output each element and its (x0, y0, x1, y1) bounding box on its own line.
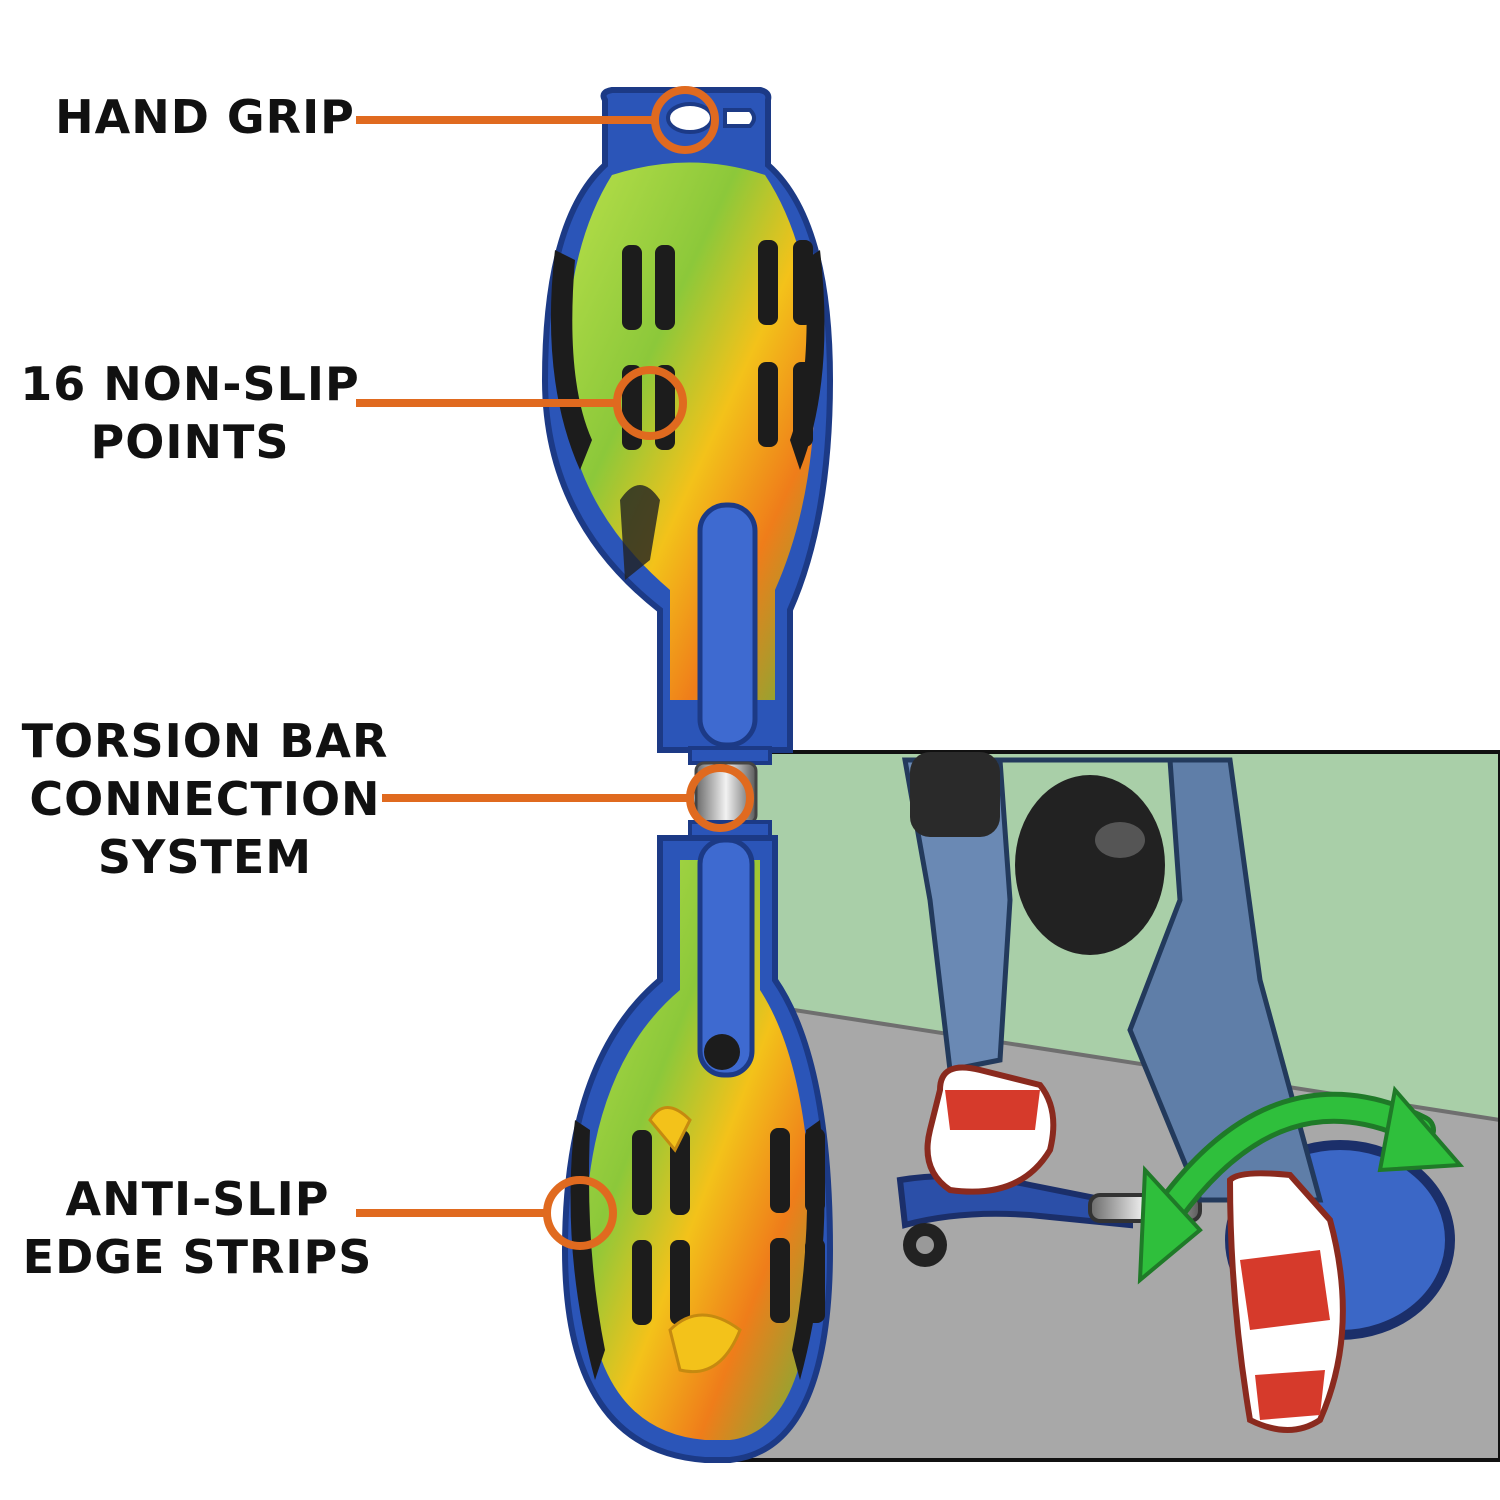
casterboard-product (541, 87, 834, 1463)
callout-markers (356, 86, 754, 1250)
torsion-bar (688, 746, 772, 839)
rear-grip-pads (632, 1128, 825, 1325)
front-grip-pads (622, 240, 813, 450)
callout-label-torsion-bar: TORSION BAR CONNECTION SYSTEM (21, 714, 389, 884)
callout-marker-edge-strips (356, 1176, 617, 1250)
front-edge-strip-left (550, 250, 592, 470)
rider-shoes (924, 1064, 1346, 1433)
callout-marker-hand-grip (356, 86, 719, 154)
left-knee-pad (910, 752, 1000, 837)
callout-marker-non-slip-points (356, 366, 687, 440)
rear-edge-strip-left (570, 1120, 605, 1380)
callout-label-non-slip-points: 16 NON-SLIP POINTS (20, 357, 360, 469)
front-deck (541, 87, 834, 753)
front-torsion-sleeve (697, 502, 758, 748)
rider-legs (902, 752, 1324, 1203)
twist-arrow-icon (1137, 1085, 1465, 1285)
rear-deck (561, 835, 834, 1463)
rear-torsion-sleeve (697, 837, 755, 1078)
knee-pad (1015, 775, 1165, 955)
callout-marker-torsion-bar (382, 764, 754, 832)
callout-label-hand-grip: HAND GRIP (55, 90, 355, 144)
usage-illustration (728, 750, 1500, 1462)
hand-grip-hole (666, 102, 714, 134)
callout-label-edge-strips: ANTI-SLIP EDGE STRIPS (22, 1172, 373, 1284)
